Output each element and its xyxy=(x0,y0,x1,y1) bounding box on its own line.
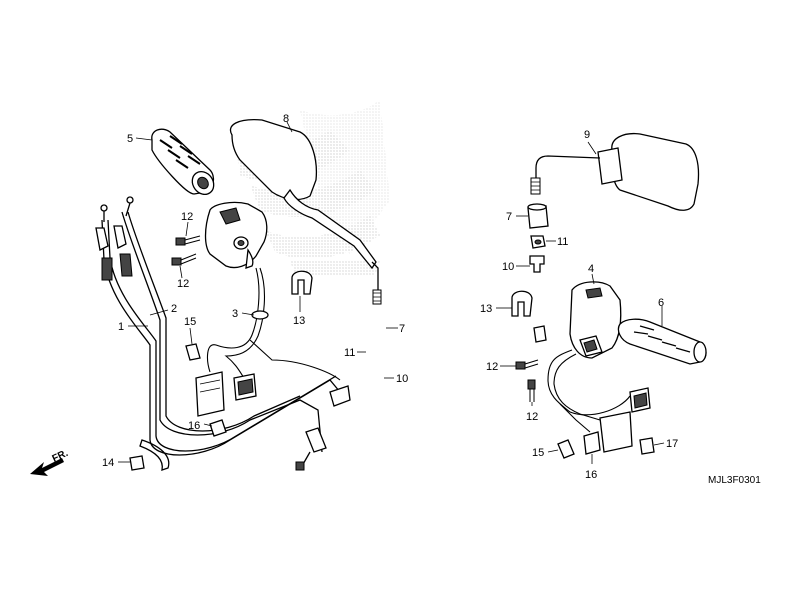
callout-15: 15 xyxy=(184,316,196,328)
callout-17: 17 xyxy=(666,438,678,450)
callout-4: 4 xyxy=(588,263,594,275)
callout-12: 12 xyxy=(526,411,538,423)
left-grip xyxy=(151,128,215,196)
drawing-code: MJL3F0301 xyxy=(708,475,761,486)
right-collar xyxy=(527,203,549,229)
callout-7: 7 xyxy=(399,323,405,335)
screw xyxy=(527,379,536,402)
callout-3: 3 xyxy=(232,308,238,320)
callout-11: 11 xyxy=(557,236,568,248)
screw xyxy=(175,235,201,246)
callout-12: 12 xyxy=(181,211,193,223)
right-clamp xyxy=(511,290,533,317)
callout-8: 8 xyxy=(283,113,289,125)
throttle-cables xyxy=(95,196,351,471)
callout-10: 10 xyxy=(502,261,514,273)
callout-10: 10 xyxy=(396,373,408,385)
callout-16: 16 xyxy=(188,420,200,432)
right-switch-wiring xyxy=(533,325,655,459)
screw xyxy=(515,359,539,370)
wing-watermark xyxy=(235,100,390,275)
front-marker-label: FR. xyxy=(51,448,70,465)
callout-1: 1 xyxy=(118,321,124,333)
screw xyxy=(171,253,197,266)
callout-16: 16 xyxy=(585,469,597,481)
callout-13: 13 xyxy=(480,303,492,315)
right-throttle-grip xyxy=(617,318,707,365)
callout-12: 12 xyxy=(486,361,498,373)
callout-12: 12 xyxy=(177,278,189,290)
right-adapter xyxy=(529,255,545,273)
leader-lines xyxy=(118,121,665,464)
left-clamp xyxy=(291,270,313,295)
callout-6: 6 xyxy=(658,297,664,309)
callout-2: 2 xyxy=(171,303,177,315)
left-switch-wiring xyxy=(129,267,341,471)
right-mirror xyxy=(530,132,700,211)
left-switch-housing xyxy=(204,201,268,269)
front-direction-arrow xyxy=(30,458,64,476)
right-nut xyxy=(530,235,546,249)
callout-15: 15 xyxy=(532,447,544,459)
callout-9: 9 xyxy=(584,129,590,141)
right-switch-housing xyxy=(569,281,622,359)
callout-14: 14 xyxy=(102,457,114,469)
callout-11: 11 xyxy=(344,347,355,359)
callout-5: 5 xyxy=(127,133,133,145)
callout-13: 13 xyxy=(293,315,305,327)
left-mirror xyxy=(229,119,382,305)
callout-7: 7 xyxy=(506,211,512,223)
